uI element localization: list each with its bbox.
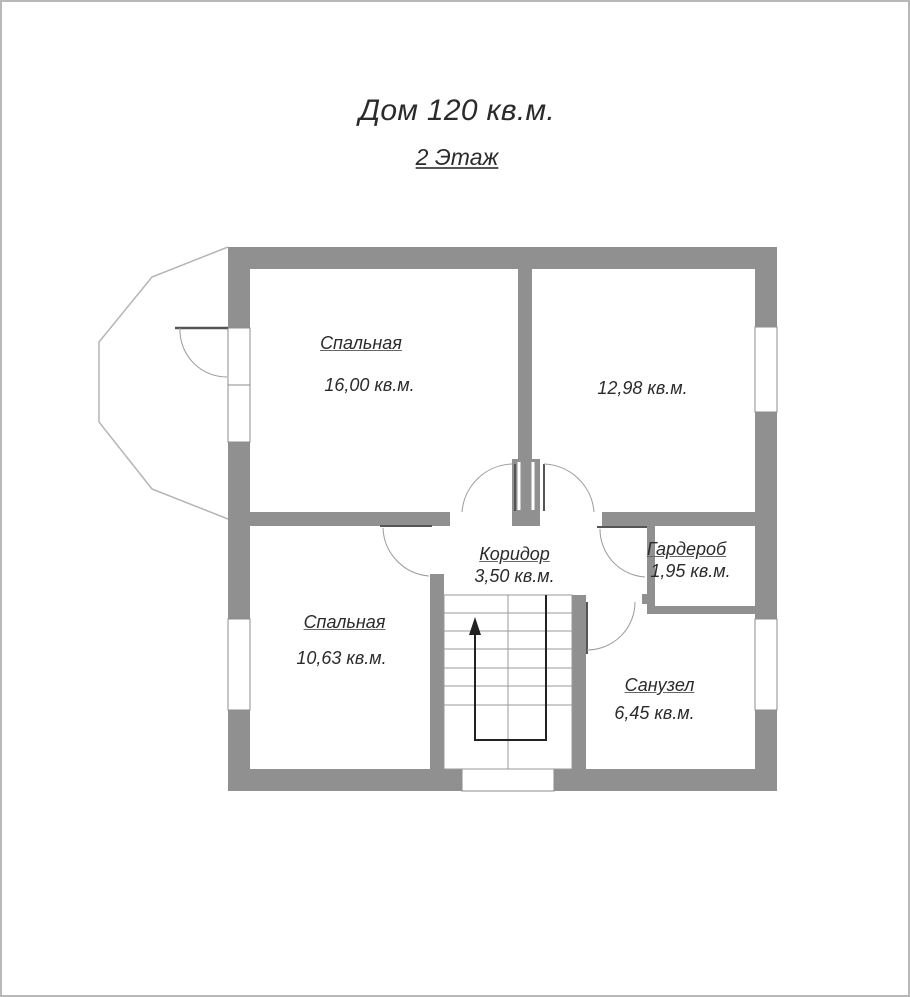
window-bottom-stair: [461, 768, 555, 792]
floor-label: 2 Этаж: [415, 144, 499, 170]
room-label-corridor: Коридор 3,50 кв.м.: [474, 544, 555, 586]
room-area-room-2: 12,98 кв.м.: [597, 378, 688, 398]
window-right-upper: [754, 326, 778, 413]
plan-title: Дом 120 кв.м.: [358, 94, 556, 127]
room-area-bedroom-1: 16,00 кв.м.: [324, 375, 415, 395]
balcony-outline: [98, 246, 229, 520]
window-right-lower: [754, 618, 778, 711]
jamb-detail: [517, 462, 535, 510]
stair-direction-arrow: [474, 595, 547, 741]
interior-walls: [228, 247, 777, 791]
windows: [227, 326, 778, 792]
staircase: [443, 594, 573, 770]
room-label-bathroom: Санузел 6,45 кв.м.: [614, 675, 695, 723]
room-area-bedroom-2: 10,63 кв.м.: [296, 648, 387, 668]
doors: [175, 326, 647, 654]
room-label-bedroom-1: Спальная: [320, 333, 402, 353]
balcony-door-swing: [179, 327, 228, 378]
room-label-wardrobe: Гардероб 1,95 кв.м.: [646, 539, 731, 581]
window-left-lower: [227, 618, 251, 711]
room-label-bedroom-2: Спальная: [303, 612, 386, 632]
arrow-head-icon: [469, 617, 481, 635]
